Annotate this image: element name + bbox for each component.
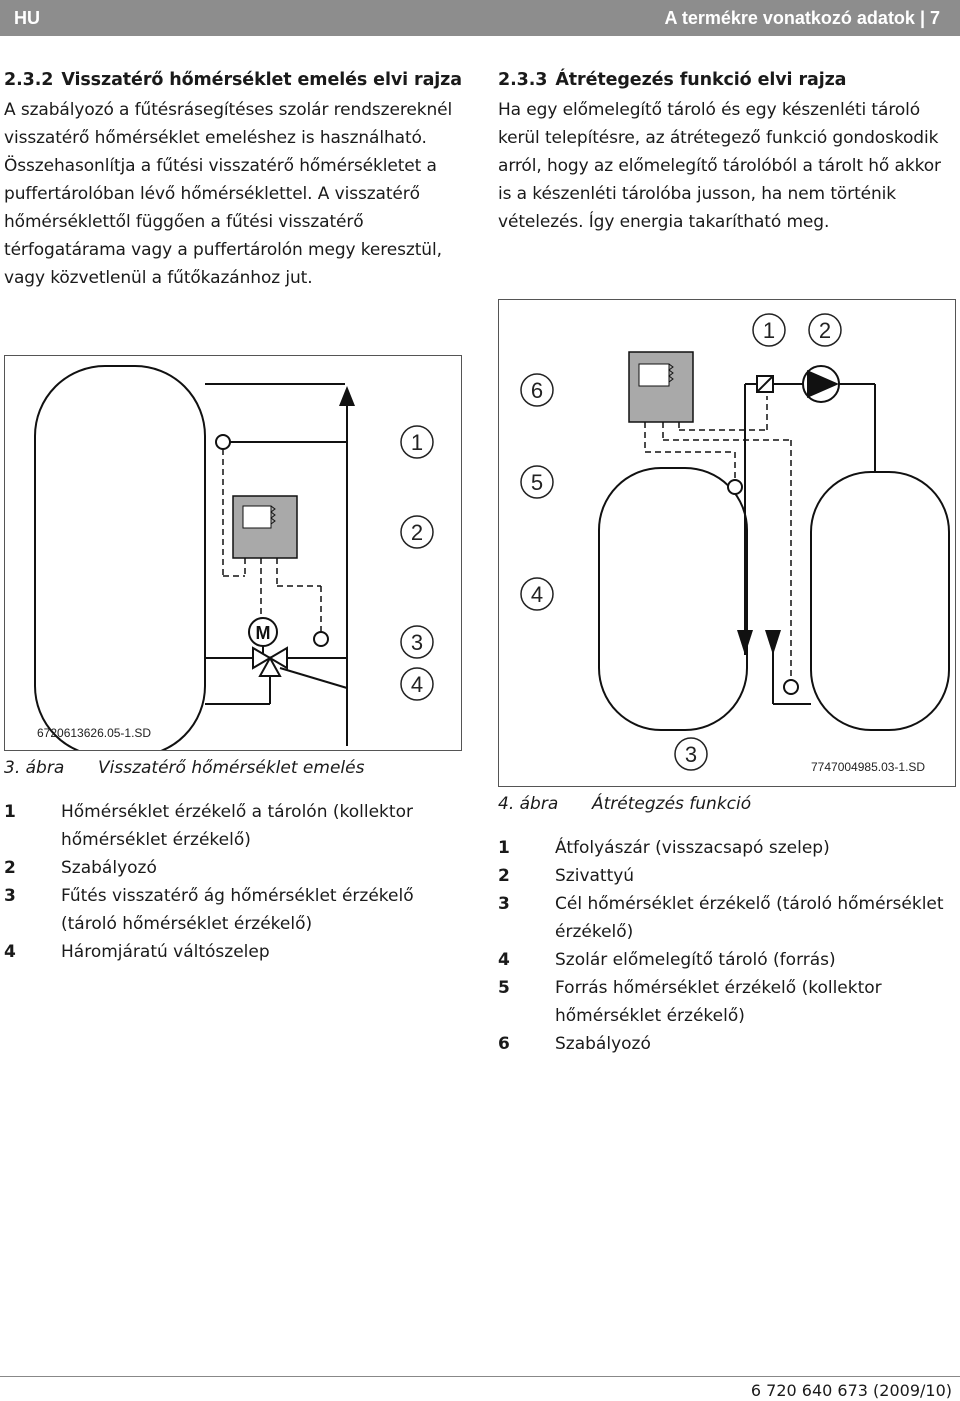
section-right-number: 2.3.3 <box>498 70 548 90</box>
return-temp-schematic: M 1 2 3 4 <box>34 365 434 750</box>
section-left-title: Visszatérő hőmérséklet emelés elvi rajza <box>61 70 462 90</box>
preheat-tank <box>598 467 748 731</box>
stratification-schematic: 1 2 3 4 5 6 <box>520 313 950 771</box>
callout-4: 4 <box>520 577 554 611</box>
callout-2: 2 <box>400 515 434 549</box>
svg-text:5: 5 <box>531 470 543 495</box>
pump-icon <box>802 365 840 403</box>
callout-3: 3 <box>674 737 708 771</box>
page-header: HU A termékre vonatkozó adatok | 7 <box>0 0 960 36</box>
signal-lines <box>644 396 792 686</box>
callout-1: 1 <box>400 425 434 459</box>
flow-arrows <box>737 630 781 655</box>
figure1-caption-num: 3. ábra <box>4 758 65 778</box>
language-label: HU <box>14 8 40 28</box>
svg-text:2: 2 <box>819 318 831 343</box>
source-sensor-5 <box>727 479 743 495</box>
page-footer: 6 720 640 673 (2009/10) <box>0 1376 960 1400</box>
svg-text:4: 4 <box>531 582 543 607</box>
figure2-caption-num: 4. ábra <box>498 794 559 814</box>
controller-box <box>628 351 694 423</box>
svg-text:1: 1 <box>763 318 775 343</box>
figure1-code: 6720613626.05-1.SD <box>37 726 152 740</box>
tank-sensor-1 <box>215 434 231 450</box>
svg-text:2: 2 <box>411 520 423 545</box>
section-left-body: A szabályozó a fűtésrásegítéses szolár r… <box>4 100 453 288</box>
figure1-caption-text: Visszatérő hőmérséklet emelés <box>98 758 365 778</box>
svg-text:1: 1 <box>411 430 423 455</box>
callout-4: 4 <box>400 667 434 701</box>
signal-lines <box>222 449 322 632</box>
document-code: 6 720 640 673 (2009/10) <box>750 1381 952 1400</box>
figure-return-temp-diagram: M 1 2 3 4 6720613626.05-1.SD <box>4 355 462 751</box>
figure2-caption: 4. ábra Átrétegzés funkció <box>498 794 751 814</box>
svg-text:4: 4 <box>411 672 423 697</box>
callout-1: 1 <box>752 313 786 347</box>
check-valve-icon <box>756 375 774 393</box>
section-right: 2.3.3 Átrétegezés funkció elvi rajza Ha e… <box>498 70 954 236</box>
motor-label: M <box>256 623 271 643</box>
section-right-title: Átrétegezés funkció elvi rajza <box>555 70 847 90</box>
callout-2: 2 <box>808 313 842 347</box>
figure1-caption: 3. ábra Visszatérő hőmérséklet emelés <box>4 758 364 778</box>
callout-3: 3 <box>400 625 434 659</box>
return-sensor-3 <box>313 631 329 647</box>
section-left: 2.3.2 Visszatérő hőmérséklet emelés elvi … <box>4 70 464 292</box>
svg-text:3: 3 <box>411 630 423 655</box>
callout-5: 5 <box>520 465 554 499</box>
three-way-valve-icon <box>252 646 288 677</box>
standby-tank <box>810 471 950 731</box>
figure2-code: 7747004985.03-1.SD <box>811 760 926 774</box>
pipes <box>205 383 355 746</box>
target-sensor-3 <box>783 679 799 695</box>
header-title: A termékre vonatkozó adatok | 7 <box>664 8 940 28</box>
section-left-heading: 2.3.2 Visszatérő hőmérséklet emelés elvi … <box>4 70 464 90</box>
buffer-tank <box>34 365 206 750</box>
figure2-caption-text: Átrétegzés funkció <box>592 794 752 814</box>
section-right-heading: 2.3.3 Átrétegezés funkció elvi rajza <box>498 70 954 90</box>
figure-stratification-diagram: 1 2 3 4 5 6 7747004985.03-1.SD <box>498 299 956 787</box>
callout-6: 6 <box>520 373 554 407</box>
svg-text:3: 3 <box>685 742 697 767</box>
svg-text:6: 6 <box>531 378 543 403</box>
section-left-number: 2.3.2 <box>4 70 54 90</box>
section-right-body: Ha egy előmelegítő tároló és egy készenl… <box>498 100 941 232</box>
